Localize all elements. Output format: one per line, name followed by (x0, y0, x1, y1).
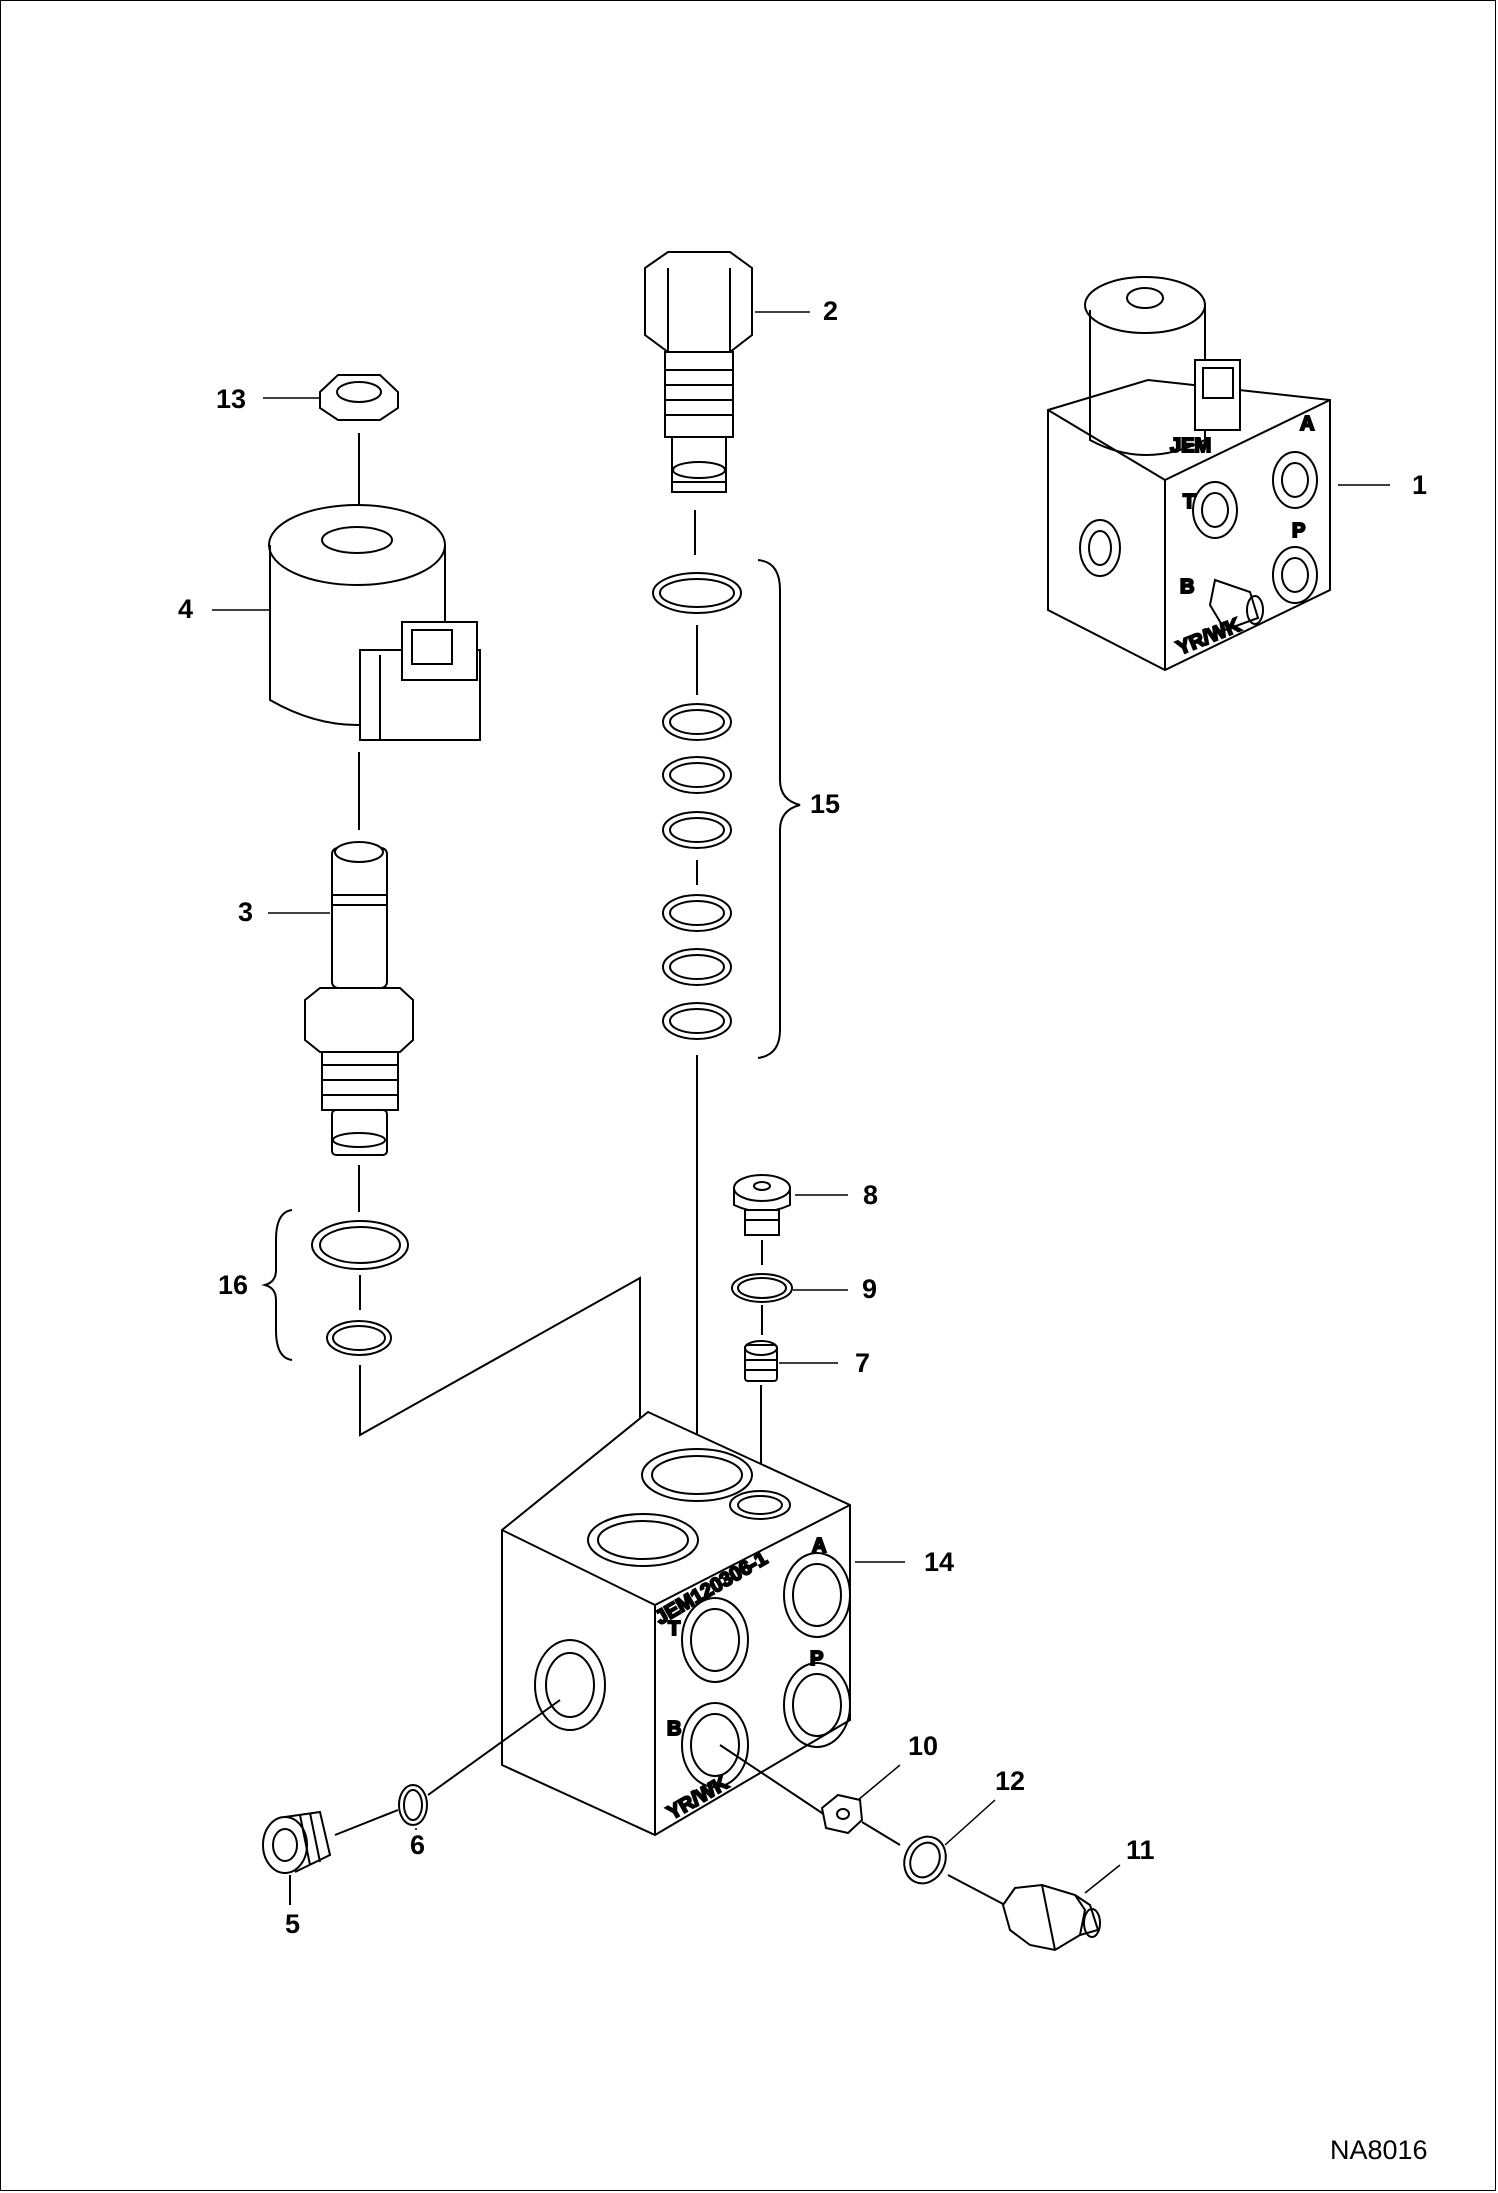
part-8-plug (733, 1174, 791, 1265)
part-16-seal-kit (261, 1209, 641, 1535)
part-9-o-ring (731, 1273, 793, 1335)
assembly-port-t-label: T (1183, 491, 1195, 513)
callout-4: 4 (178, 594, 194, 624)
block-port-p-label: P (810, 1648, 823, 1670)
leader-lines (212, 311, 1390, 1894)
part-11-fitting (1001, 1883, 1101, 1952)
part-4-solenoid-coil (268, 504, 481, 830)
assembly-port-a-label: A (1300, 413, 1314, 435)
callout-15: 15 (810, 789, 841, 819)
part-2-cartridge-valve (644, 251, 753, 555)
part-3-solenoid-cartridge (304, 841, 414, 1212)
part-15-seal-kit (652, 559, 801, 1460)
callout-10: 10 (908, 1731, 939, 1761)
callout-2: 2 (823, 296, 839, 326)
assembly-part-number-text: JEM (1170, 435, 1211, 457)
block-port-t-label: T (668, 1618, 680, 1640)
assembly-port-b-label: B (1180, 576, 1194, 598)
callout-9: 9 (862, 1274, 878, 1304)
part-12-o-ring (861, 1821, 1006, 1906)
block-port-a-label: A (812, 1535, 826, 1557)
callout-5: 5 (285, 1909, 301, 1939)
callout-12: 12 (995, 1766, 1026, 1796)
part-14-valve-block: JEM120306-1 A T P B YR/WK (501, 1410, 851, 1837)
part-6-o-ring (398, 1699, 561, 1826)
callout-1: 1 (1412, 470, 1428, 500)
callout-7: 7 (855, 1348, 871, 1378)
callout-13: 13 (216, 384, 247, 414)
assembly-port-p-label: P (1292, 520, 1305, 542)
callout-14: 14 (924, 1547, 955, 1577)
figure-id: NA8016 (1330, 2135, 1428, 2165)
block-port-b-label: B (667, 1718, 681, 1740)
callout-11: 11 (1126, 1835, 1155, 1865)
valve-assembly-view: JEM A T P B YR/WK (1047, 276, 1331, 672)
callout-16: 16 (218, 1270, 249, 1300)
callout-6: 6 (410, 1830, 426, 1860)
callout-8: 8 (863, 1180, 879, 1210)
part-10-orifice (719, 1744, 864, 1835)
part-5-plug (262, 1809, 399, 1905)
callout-3: 3 (238, 897, 254, 927)
